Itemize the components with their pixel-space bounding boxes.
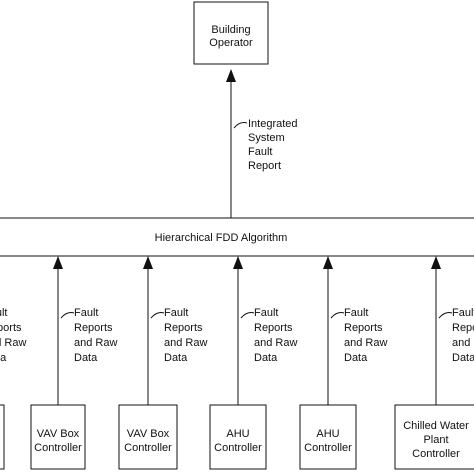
controller-label-line: Controller bbox=[304, 442, 352, 454]
branch-report-line: and Raw bbox=[0, 337, 26, 349]
controller-label-line: VAV Box bbox=[37, 428, 80, 440]
integrated-report-line-4: Report bbox=[248, 160, 281, 172]
controller-box bbox=[118, 404, 178, 470]
branch-report-leader bbox=[60, 312, 75, 319]
branch-report-line: Reports bbox=[254, 322, 293, 334]
building-operator-node: Building Operator bbox=[193, 1, 269, 65]
branch-arrowhead bbox=[323, 256, 333, 269]
branch-report-line: Data bbox=[0, 352, 7, 364]
branch-report-line: Data bbox=[344, 352, 368, 364]
branch-report-line: Data bbox=[164, 352, 188, 364]
branch-report-line: Fault bbox=[74, 307, 98, 319]
branch-report-line: Reports bbox=[164, 322, 203, 334]
branch-report-leader bbox=[438, 312, 453, 319]
building-operator-box bbox=[193, 1, 269, 65]
branch-report-line: and Raw bbox=[452, 337, 474, 349]
branch-report-line: Fault bbox=[254, 307, 278, 319]
branch-arrowhead bbox=[53, 256, 63, 269]
controller-label-line: Controller bbox=[412, 448, 460, 460]
branch-report-leader bbox=[330, 312, 345, 319]
controller-label-line: VAV Box bbox=[127, 428, 170, 440]
branch-arrowhead bbox=[143, 256, 153, 269]
branch-report-line: and Raw bbox=[344, 337, 387, 349]
building-operator-label-line-1: Building bbox=[211, 24, 250, 36]
hierarchical-fdd-algorithm-band: Hierarchical FDD Algorithm bbox=[0, 217, 474, 257]
branch-report-line: and Raw bbox=[164, 337, 207, 349]
controller-label-line: AHU bbox=[316, 428, 339, 440]
branch-report-line: and Raw bbox=[74, 337, 117, 349]
controller-box bbox=[30, 404, 86, 470]
branch-report-line: Data bbox=[74, 352, 98, 364]
branch-report-leader bbox=[150, 312, 165, 319]
branch-report-line: Fault bbox=[164, 307, 188, 319]
branch-report-line: Reports bbox=[74, 322, 113, 334]
controller-box bbox=[394, 404, 474, 470]
integrated-report-arrowhead bbox=[226, 69, 236, 82]
controller-label-line: Plant bbox=[423, 434, 448, 446]
integrated-report-leader bbox=[233, 122, 248, 129]
integrated-report-line-3: Fault bbox=[248, 146, 272, 158]
controller-label-line: Controller bbox=[214, 442, 262, 454]
branch-report-line: Data bbox=[452, 352, 474, 364]
branch-report-line: Reports bbox=[0, 322, 22, 334]
branch-report-line: and Raw bbox=[254, 337, 297, 349]
integrated-report-line-2: System bbox=[248, 132, 285, 144]
branch-report-line: Reports bbox=[344, 322, 383, 334]
integrated-report-line-1: Integrated bbox=[248, 118, 298, 130]
controller-label-line: Controller bbox=[124, 442, 172, 454]
integrated-report-connector: Integrated System Fault Report bbox=[226, 69, 298, 218]
branch-report-line: Fault bbox=[344, 307, 368, 319]
controller-box bbox=[0, 404, 5, 470]
branch-arrowhead bbox=[431, 256, 441, 269]
algorithm-label: Hierarchical FDD Algorithm bbox=[155, 232, 288, 244]
controller-box bbox=[209, 404, 267, 470]
branch-arrowhead bbox=[233, 256, 243, 269]
branch-report-leader bbox=[240, 312, 255, 319]
branch-report-line: Fault bbox=[0, 307, 7, 319]
controller-label-line: Chilled Water bbox=[403, 420, 469, 432]
controller-box bbox=[299, 404, 357, 470]
building-operator-label-line-2: Operator bbox=[209, 37, 253, 49]
branch-report-line: Data bbox=[254, 352, 278, 364]
controller-label-line: Controller bbox=[34, 442, 82, 454]
branch-report-line: Fault bbox=[452, 307, 474, 319]
controller-label-line: AHU bbox=[226, 428, 249, 440]
branch-report-line: Reports bbox=[452, 322, 474, 334]
